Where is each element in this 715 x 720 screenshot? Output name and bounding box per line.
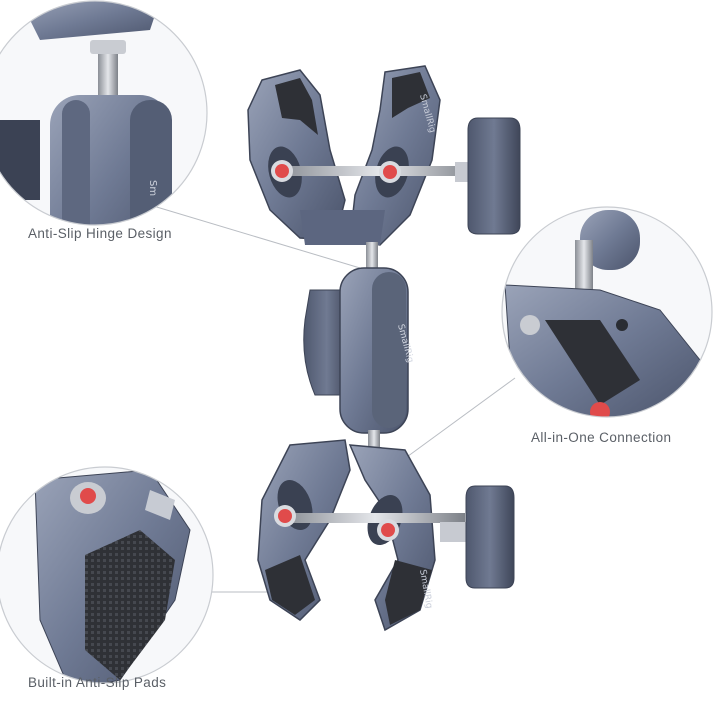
leader-lines [149,204,516,593]
callout-label-connection: All-in-One Connection [531,430,672,445]
hinge-callout-ring [0,0,208,226]
pads-callout-ring [0,466,214,684]
connection-detail-callout [502,207,712,417]
callout-label-hinge: Anti-Slip Hinge Design [28,226,172,241]
pads-detail-callout [0,467,213,683]
hinge-brand-mark: Sm [147,180,158,196]
callout-label-pads: Built-in Anti-Slip Pads [28,675,167,690]
connection-callout-ring [501,206,713,418]
middle-arm: SmallRig [303,267,415,434]
bottom-clamp: SmallRig [257,439,515,632]
top-clamp: SmallRig [247,65,521,246]
upper-ball-rod [366,242,378,272]
